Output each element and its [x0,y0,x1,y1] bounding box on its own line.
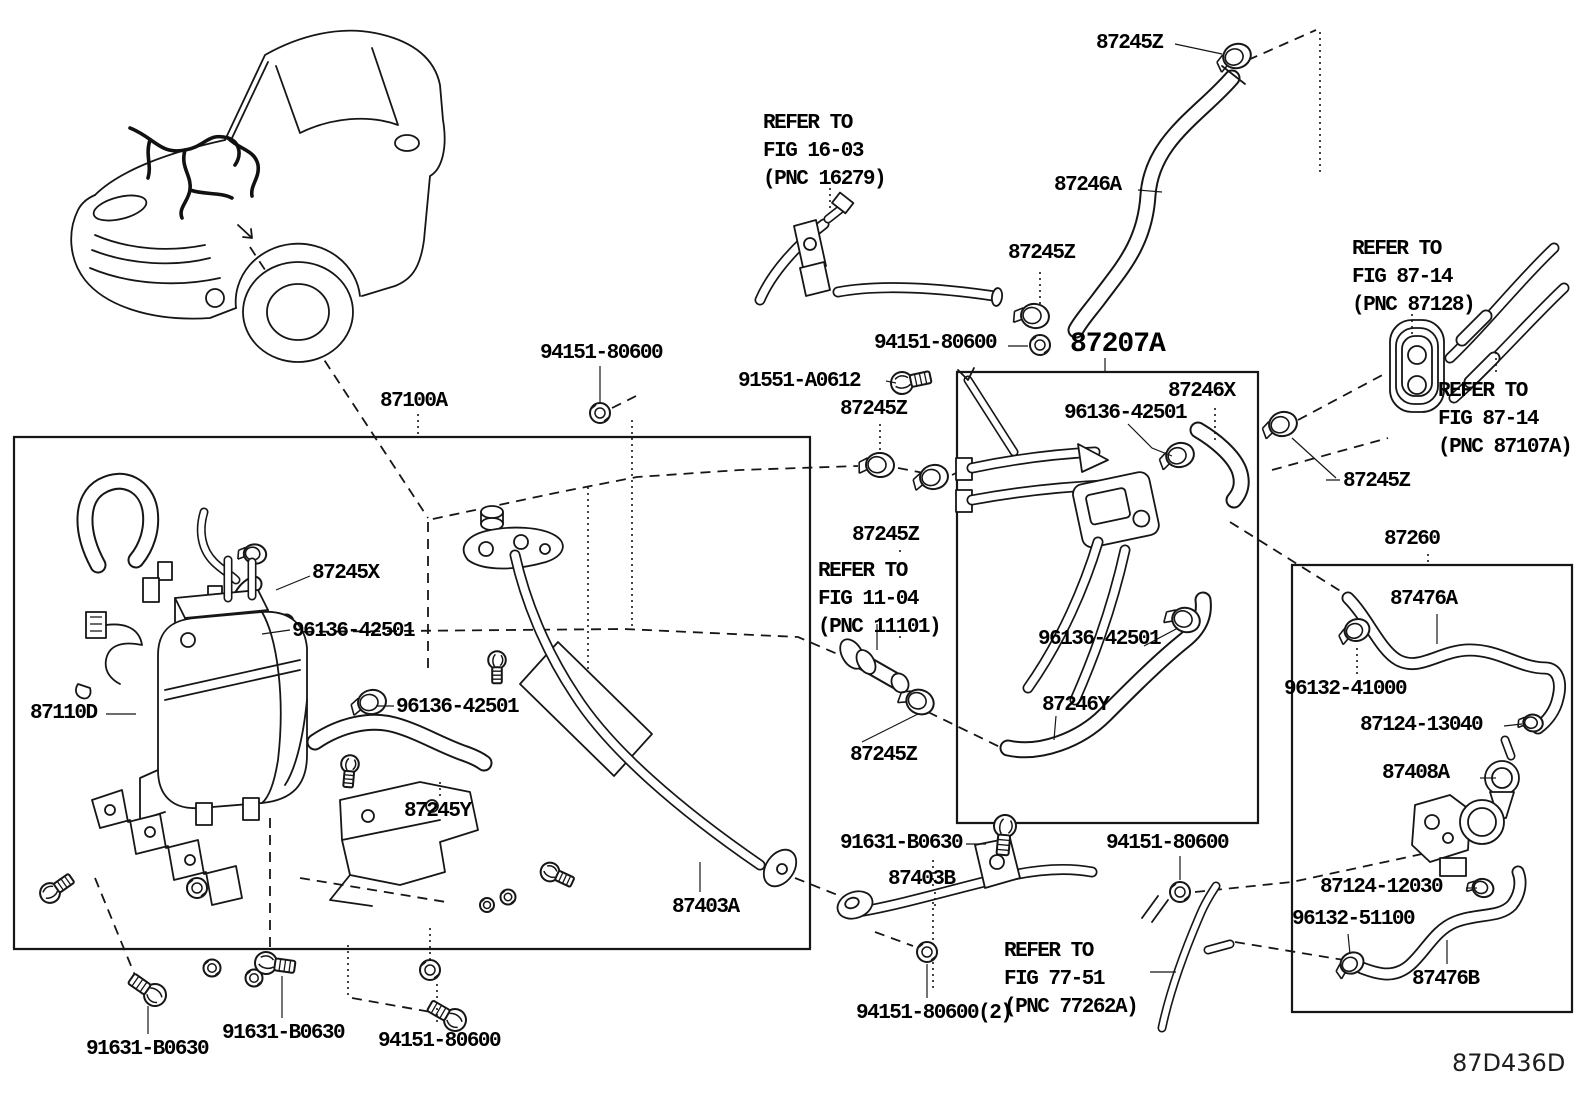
grommet-lower [186,877,208,899]
heater-core-87110d [158,612,307,808]
nut-94151-e [916,941,938,963]
bolt-94151-area [423,994,472,1037]
clamp-96136-a [1155,438,1198,474]
valve-87408a [1485,740,1519,834]
valve-assembly-87207a [956,368,1241,750]
hose-87245y [315,722,484,763]
box-87100a [14,437,810,949]
pipe-87403a [515,555,803,892]
pipe-fig-16-03 [760,193,1003,307]
hose-87246x [1198,430,1241,500]
leader-lines [106,44,1522,1034]
nut-94151-a [1029,334,1051,356]
bolt-front [35,869,78,908]
fuel-pipe-fig-77-51 [1142,886,1230,1028]
clamp-87124-12030 [1464,874,1497,901]
harness-highlight [130,128,258,238]
clamp-87245z-5 [910,461,951,494]
joint-fig-11-04 [835,635,912,696]
nut-bracket [479,897,495,913]
box-87260 [1292,565,1572,1012]
nut-94151-d [1169,881,1191,903]
heater-pipes-fig-87-14 [1450,248,1564,398]
hose-assembly-87260 [1330,598,1559,982]
clamp-87245z-3 [857,450,896,480]
grommet-fig-87-14 [1390,320,1444,412]
screw-91551-a0612 [887,365,934,398]
nut-94151-c [419,959,441,981]
nut-small-1 [202,958,222,978]
bolt-91631-a [123,968,172,1012]
clamp-87245z-4 [1258,407,1301,443]
washer-bracket [499,888,517,906]
heater-unit-assembly-87100a [35,481,803,988]
bolt-pipe-clamp [487,650,507,685]
pump-bracket-87260 [1412,795,1504,876]
clamp-87124-13040 [1516,711,1545,734]
screw-bracket [536,858,578,892]
hose-87476a [1348,598,1559,728]
clamp-87245z-top [1212,38,1256,76]
pipe-87403b [834,838,1092,923]
vehicle-illustration [71,31,444,362]
nut-94151-b [589,402,611,424]
hose-87476b [1362,872,1520,974]
hose-87246a [1076,66,1245,330]
clamp-96136-d [348,686,389,719]
box-87207a [957,372,1258,823]
clamp-87245z-2 [1011,299,1052,332]
bolt-bracket [338,753,361,789]
